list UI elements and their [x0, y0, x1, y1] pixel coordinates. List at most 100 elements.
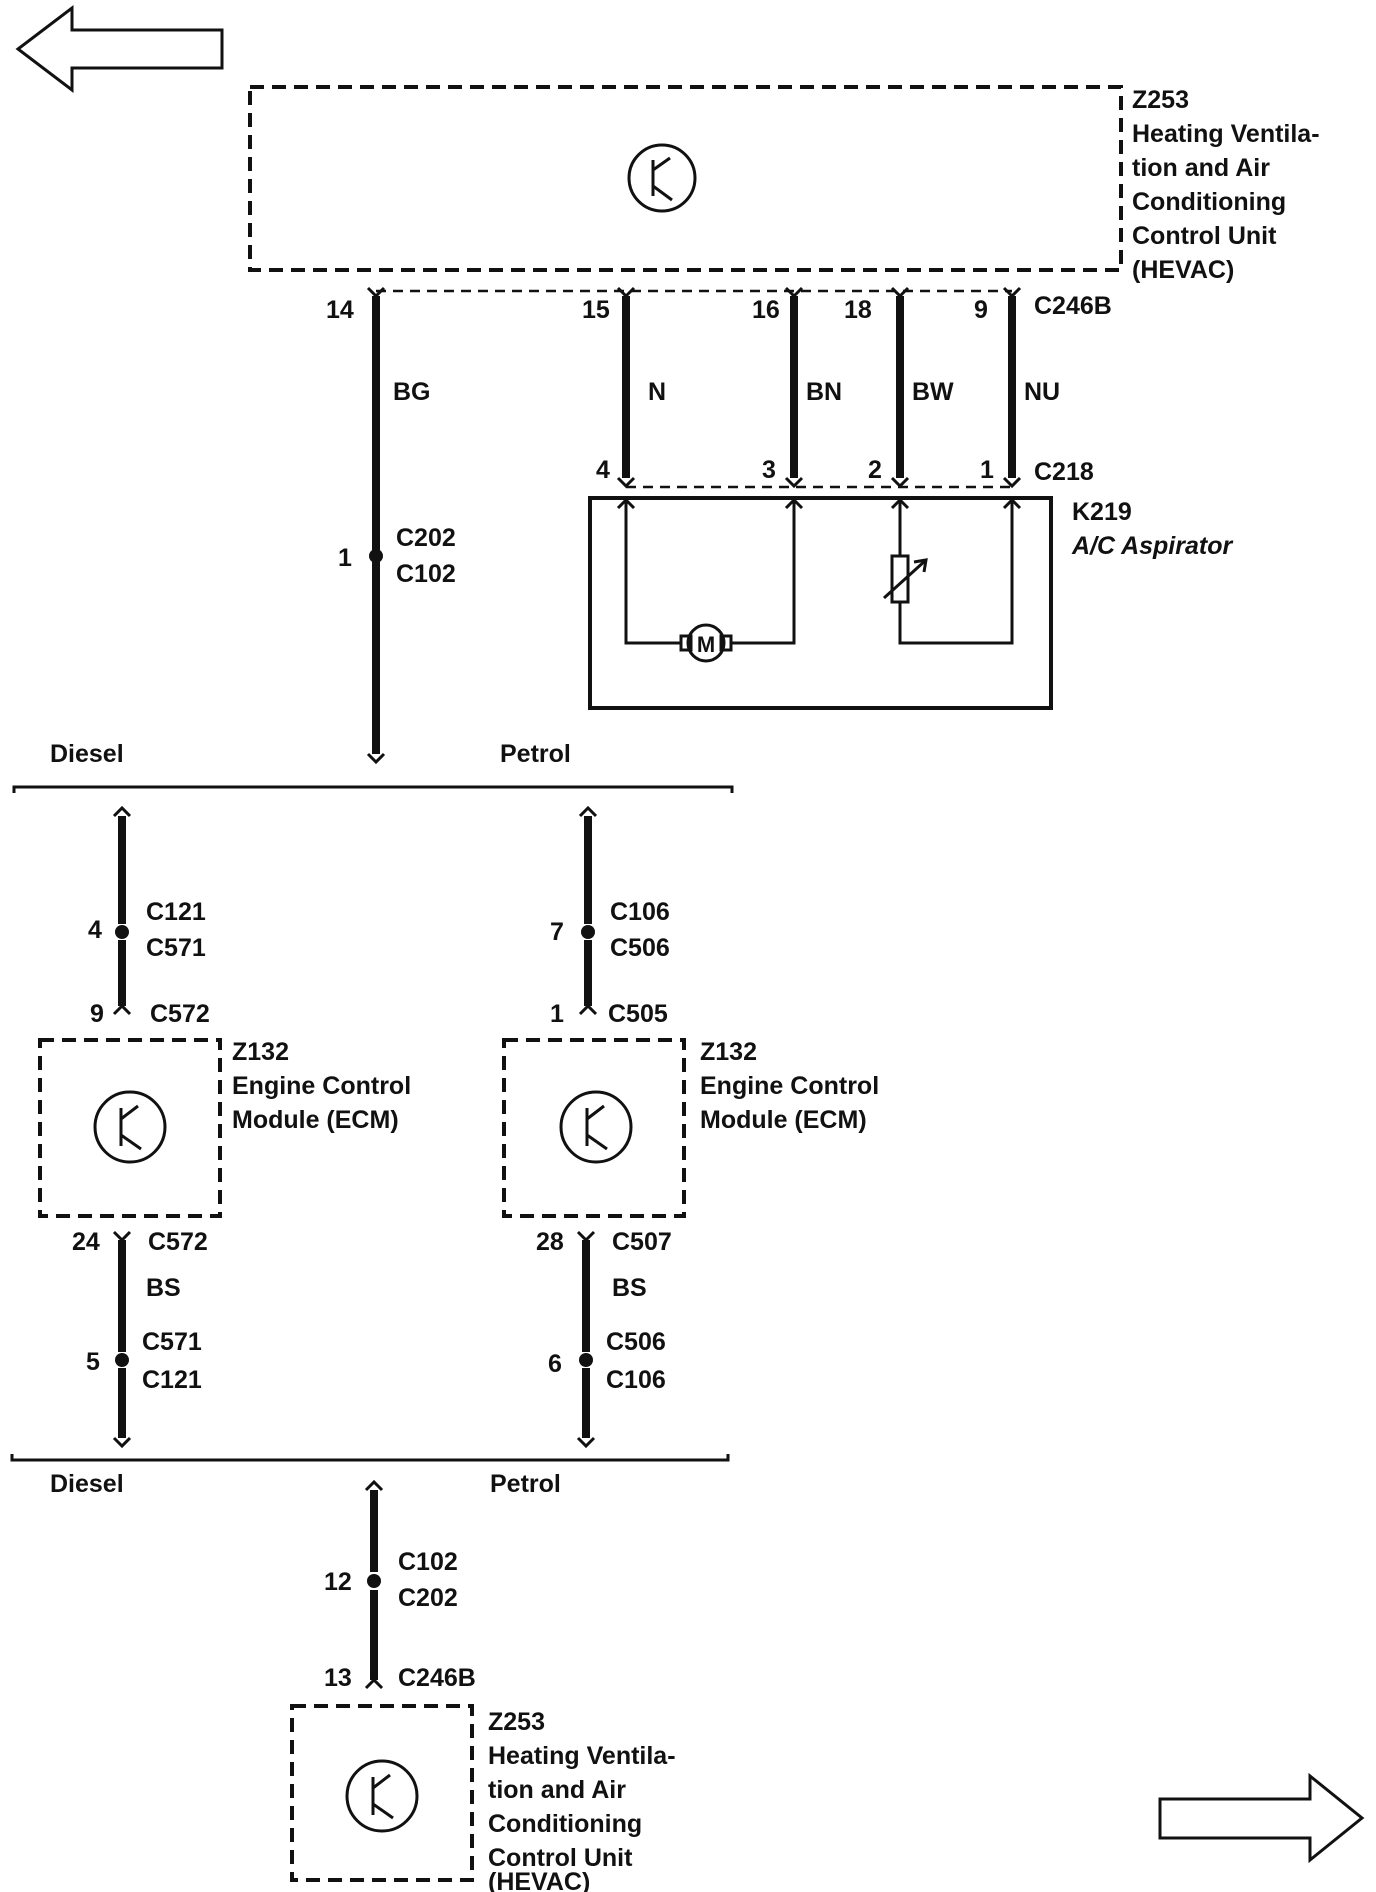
pin-number: 14	[326, 296, 354, 324]
ecm-petrol-box	[502, 1038, 686, 1218]
connector-label: C571	[146, 934, 206, 962]
connector-label: C507	[612, 1228, 672, 1256]
hevac-top-name-line: Conditioning	[1132, 188, 1286, 216]
connector-c218-label: C218	[1034, 458, 1094, 486]
aspirator-circuit	[616, 497, 1022, 645]
connector-label: C505	[608, 1000, 668, 1028]
ecm-diesel-box	[38, 1038, 222, 1218]
ecm-diesel-name-line: Engine Control	[232, 1072, 411, 1100]
hevac-top-name-line: Control Unit	[1132, 222, 1277, 250]
variable-resistor-icon	[882, 554, 928, 604]
hevac-bottom-name-line: Heating Ventila-	[488, 1742, 676, 1770]
wire-color-label: N	[648, 378, 666, 406]
split-label-diesel: Diesel	[50, 1470, 124, 1498]
hevac-top-id: Z253	[1132, 86, 1189, 114]
aspirator-box	[588, 496, 1053, 710]
connector-label: C121	[146, 898, 206, 926]
connector-label: C506	[610, 934, 670, 962]
wire-bw	[890, 286, 910, 489]
hevac-bottom-name-line: tion and Air	[488, 1776, 626, 1804]
hevac-top-transistor-icon	[627, 143, 697, 213]
pin-number: 6	[548, 1350, 562, 1378]
hevac-top-name-line: Heating Ventila-	[1132, 120, 1320, 148]
arrow-left-icon[interactable]	[15, 4, 224, 94]
connector-label: C106	[606, 1366, 666, 1394]
wire-color-label: BS	[612, 1274, 647, 1302]
inline-connector-dot	[115, 1353, 129, 1367]
pin-number: 12	[324, 1568, 352, 1596]
ecm-petrol-name-line: Module (ECM)	[700, 1106, 867, 1134]
aspirator-name: A/C Aspirator	[1071, 532, 1233, 560]
split-label-petrol: Petrol	[500, 740, 571, 768]
ecm-petrol-transistor-icon	[559, 1090, 633, 1164]
ecm-diesel-id: Z132	[232, 1038, 289, 1066]
motor-icon: M	[679, 623, 733, 663]
pin-number: 4	[88, 916, 102, 944]
pin-number: 4	[596, 456, 610, 484]
wire-color-label: BW	[912, 378, 954, 406]
hevac-bottom-name-line: Conditioning	[488, 1810, 642, 1838]
wire-petrol-out	[576, 1230, 596, 1449]
hevac-bottom-transistor-icon	[345, 1759, 419, 1833]
pin-number: 9	[974, 296, 988, 324]
inline-connector-dot	[581, 925, 595, 939]
connector-c246b-label: C246B	[1034, 292, 1112, 320]
wire-color-label: BG	[393, 378, 431, 406]
motor-label: M	[697, 632, 715, 657]
split-label-petrol: Petrol	[490, 1470, 561, 1498]
arrow-right-icon[interactable]	[1158, 1772, 1365, 1864]
connector-label: C202	[398, 1584, 458, 1612]
split-label-diesel: Diesel	[50, 740, 124, 768]
connector-label: C571	[142, 1328, 202, 1356]
pin-number: 28	[536, 1228, 564, 1256]
aspirator-id: K219	[1072, 498, 1132, 526]
hevac-bottom-box	[290, 1704, 474, 1882]
ecm-diesel-name-line: Module (ECM)	[232, 1106, 399, 1134]
wire-diesel-in	[112, 805, 132, 1016]
hevac-bottom-name-line: (HEVAC)	[488, 1868, 590, 1892]
wire-bn	[784, 286, 804, 489]
split-bar-bottom	[10, 1454, 730, 1462]
ecm-petrol-id: Z132	[700, 1038, 757, 1066]
connector-label: C121	[142, 1366, 202, 1394]
ecm-diesel-transistor-icon	[93, 1090, 167, 1164]
connector-label: C106	[610, 898, 670, 926]
inline-connector-dot	[115, 925, 129, 939]
wire-color-label: NU	[1024, 378, 1060, 406]
pin-number: 1	[550, 1000, 564, 1028]
hevac-top-box	[248, 85, 1123, 272]
pin-number: 1	[980, 456, 994, 484]
pin-number: 2	[868, 456, 882, 484]
wire-color-label: BN	[806, 378, 842, 406]
wire-color-label: BS	[146, 1274, 181, 1302]
pin-number: 9	[90, 1000, 104, 1028]
split-bar-top	[12, 785, 734, 793]
ecm-petrol-name-line: Engine Control	[700, 1072, 879, 1100]
pin-number: 18	[844, 296, 872, 324]
connector-label: C572	[150, 1000, 210, 1028]
pin-number: 7	[550, 918, 564, 946]
pin-number: 3	[762, 456, 776, 484]
connector-label: C102	[396, 560, 456, 588]
connector-label: C202	[396, 524, 456, 552]
inline-connector-dot	[579, 1353, 593, 1367]
hevac-bottom-id: Z253	[488, 1708, 545, 1736]
inline-connector-dot	[367, 1574, 381, 1588]
wire-n	[616, 286, 636, 489]
pin-number: 16	[752, 296, 780, 324]
wire-hevac-bottom	[364, 1479, 384, 1690]
hevac-top-name-line: (HEVAC)	[1132, 256, 1234, 284]
wire-bg	[366, 286, 386, 765]
inline-connector-c202: 1 C202 C102	[338, 524, 456, 588]
wire-petrol-in	[578, 805, 598, 1016]
hevac-bottom-name-line: Control Unit	[488, 1844, 633, 1872]
hevac-top-name-line: tion and Air	[1132, 154, 1270, 182]
connector-label: C572	[148, 1228, 208, 1256]
connector-label: C246B	[398, 1664, 476, 1692]
pin-number: 24	[72, 1228, 100, 1256]
pin-number: 1	[338, 544, 352, 572]
pin-number: 13	[324, 1664, 352, 1692]
connector-label: C506	[606, 1328, 666, 1356]
wire-nu	[1002, 286, 1022, 489]
pin-number: 5	[86, 1348, 100, 1376]
